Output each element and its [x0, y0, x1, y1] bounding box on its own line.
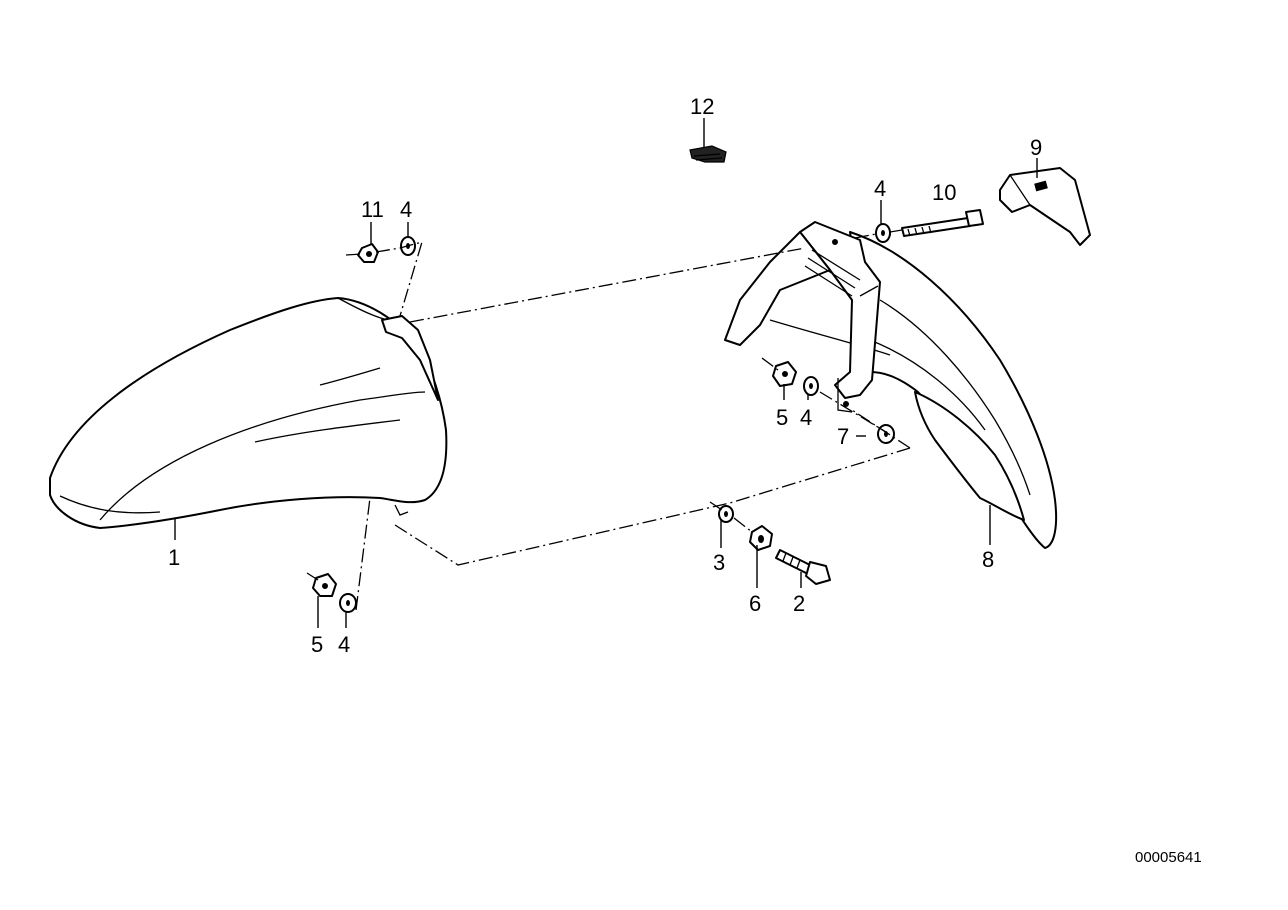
- callout-5-bottom-left: 5: [311, 632, 323, 657]
- washer-part-7: [877, 424, 895, 444]
- cover-cap-part-9: [999, 167, 1091, 246]
- nut-bottom-left: [312, 573, 337, 597]
- washer-top-right: [875, 223, 891, 243]
- assembly-lines: [306, 229, 911, 611]
- callout-2: 2: [793, 591, 805, 616]
- callout-6: 6: [749, 591, 761, 616]
- washer-bottom-left: [339, 593, 357, 613]
- callout-10: 10: [932, 180, 956, 205]
- callout-5-middle: 5: [776, 405, 788, 430]
- leader-lines: [174, 118, 1038, 628]
- rear-fender-part-8: [724, 221, 1058, 549]
- callout-12: 12: [690, 94, 714, 119]
- clip-part-12: [689, 145, 727, 163]
- callout-4-bottom-left: 4: [338, 632, 350, 657]
- front-fender-part-1: [49, 297, 448, 529]
- callout-4-top-right: 4: [874, 176, 886, 201]
- callout-7: 7: [837, 424, 849, 449]
- bolt-part-10: [901, 209, 984, 237]
- washer-middle-right: [803, 376, 819, 396]
- callout-4-top-left: 4: [400, 197, 412, 222]
- callout-4-middle: 4: [800, 405, 812, 430]
- callout-labels: 1 2 3 4 4 4 4 5 5 6 7 8 9 10 11 12: [168, 94, 1042, 657]
- nut-part-11: [357, 243, 379, 263]
- callout-8: 8: [982, 547, 994, 572]
- sleeve-part-6: [749, 525, 773, 551]
- screw-part-2: [775, 549, 831, 585]
- callout-11: 11: [361, 197, 384, 222]
- callout-1: 1: [168, 545, 180, 570]
- callout-3: 3: [713, 550, 725, 575]
- document-id: 00005641: [1135, 849, 1202, 866]
- nut-middle-right: [772, 361, 797, 387]
- washer-part-3: [718, 505, 734, 523]
- callout-9: 9: [1030, 135, 1042, 160]
